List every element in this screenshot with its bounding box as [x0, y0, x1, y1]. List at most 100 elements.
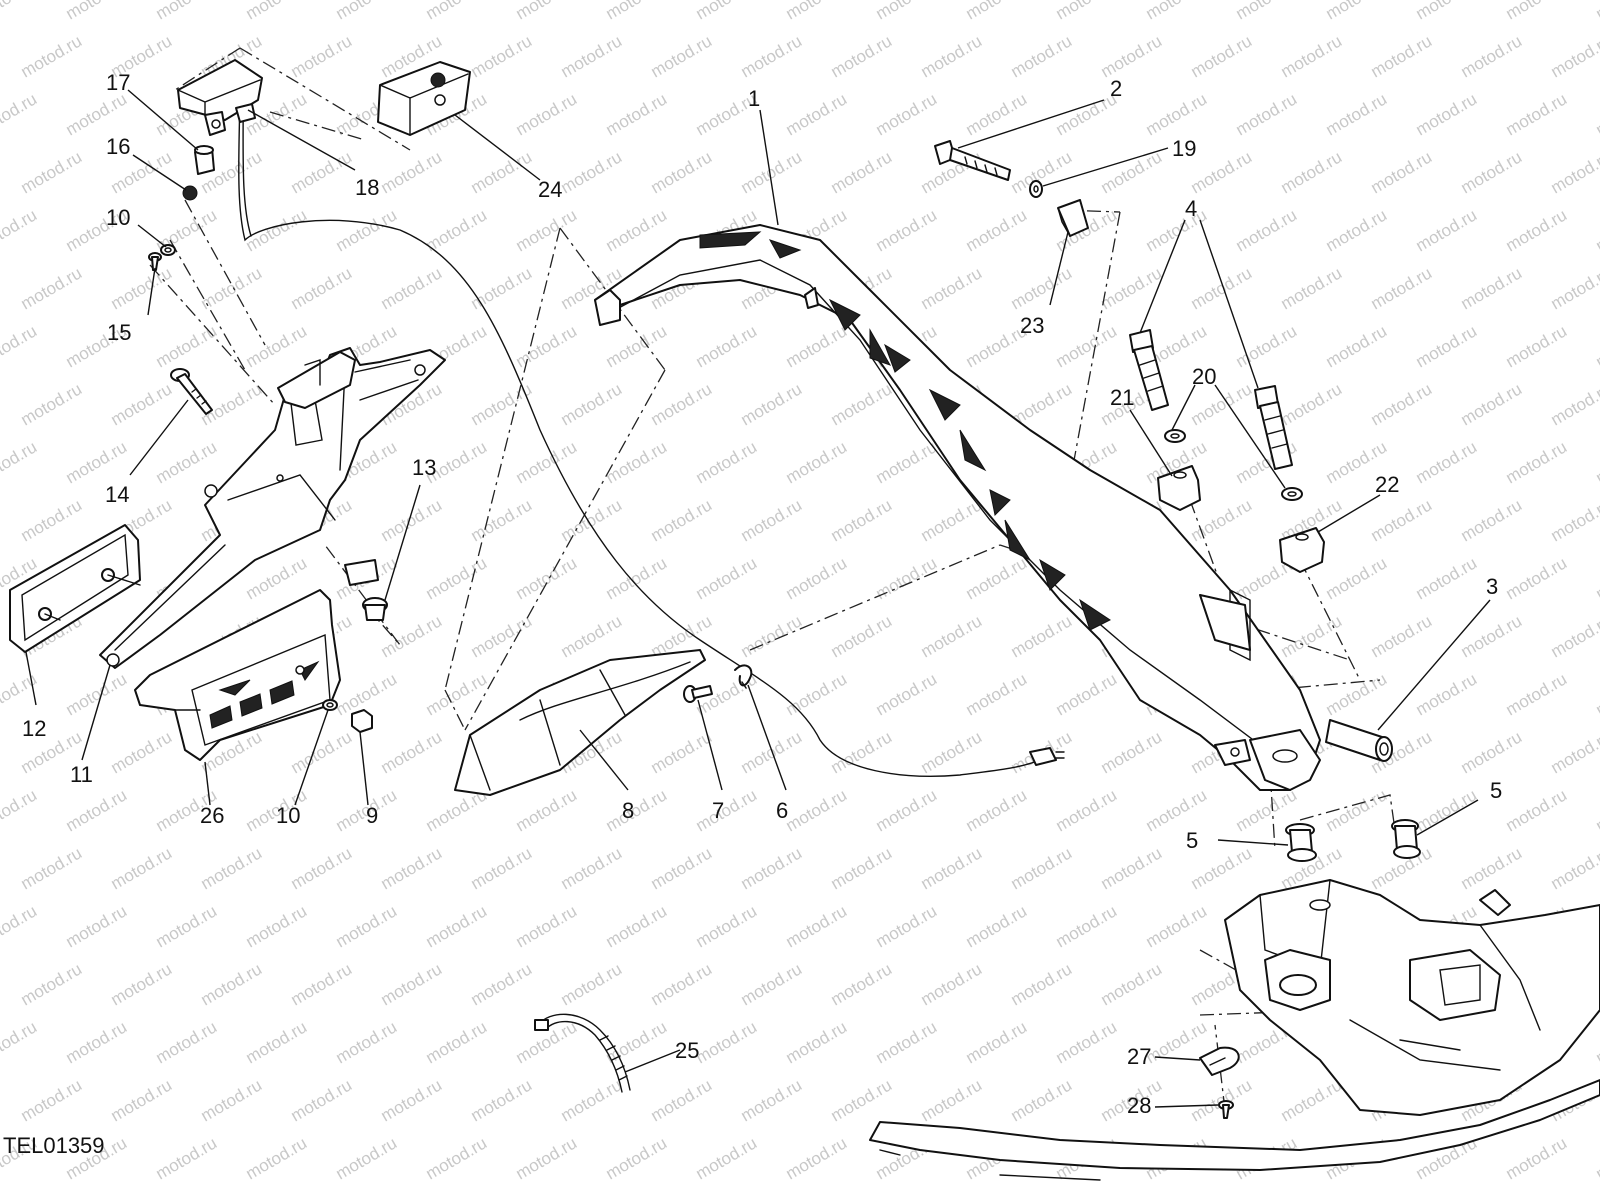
- callout-28: 28: [1127, 1093, 1151, 1118]
- washer-20-right: [1281, 487, 1303, 501]
- callout-9: 9: [366, 803, 378, 828]
- watermark-text: motod.ru: [0, 437, 40, 487]
- callout-10b: 10: [276, 803, 300, 828]
- watermark-text: motod.ru: [828, 31, 896, 81]
- watermark-text: motod.ru: [0, 1017, 40, 1067]
- watermark-text: motod.ru: [693, 437, 761, 487]
- watermark-text: motod.ru: [693, 321, 761, 371]
- watermark-text: motod.ru: [108, 1075, 176, 1125]
- watermark-text: motod.ru: [1593, 437, 1600, 487]
- watermark-text: motod.ru: [1593, 1017, 1600, 1067]
- callout-16: 16: [106, 134, 130, 159]
- watermark-text: motod.ru: [1548, 379, 1600, 429]
- watermark-text: motod.ru: [1593, 0, 1600, 23]
- watermark-text: motod.ru: [153, 901, 221, 951]
- watermark-text: motod.ru: [1413, 205, 1481, 255]
- watermark-text: motod.ru: [153, 437, 221, 487]
- watermark-text: motod.ru: [1368, 379, 1436, 429]
- watermark-text: motod.ru: [1323, 669, 1391, 719]
- watermark-text: motod.ru: [963, 669, 1031, 719]
- callout-8: 8: [622, 798, 634, 823]
- watermark-text: motod.ru: [1008, 959, 1076, 1009]
- washer-10-bottom: [322, 699, 338, 711]
- wiring-cable: [238, 79, 1065, 777]
- watermark-text: motod.ru: [828, 1075, 896, 1125]
- callout-2: 2: [1110, 76, 1122, 101]
- callout-17: 17: [106, 70, 130, 95]
- callout-25: 25: [675, 1038, 699, 1063]
- screw-15: [148, 252, 162, 271]
- watermark-text: motod.ru: [783, 785, 851, 835]
- watermark-text: motod.ru: [18, 843, 86, 893]
- watermark-text: motod.ru: [558, 495, 626, 545]
- watermark-text: motod.ru: [423, 1017, 491, 1067]
- watermark-text: motod.ru: [63, 901, 131, 951]
- watermark-text: motod.ru: [108, 843, 176, 893]
- bush-3: [1325, 719, 1393, 762]
- callout-11: 11: [70, 762, 93, 787]
- watermark-text: motod.ru: [828, 611, 896, 661]
- watermark-text: motod.ru: [873, 901, 941, 951]
- watermark-text: motod.ru: [1413, 785, 1481, 835]
- watermark-text: motod.ru: [1503, 1133, 1571, 1183]
- clamp-22: [1279, 527, 1325, 573]
- watermark-text: motod.ru: [1593, 89, 1600, 139]
- watermark-text: motod.ru: [63, 89, 131, 139]
- watermark-text: motod.ru: [648, 1075, 716, 1125]
- watermark-text: motod.ru: [513, 205, 581, 255]
- watermark-text: motod.ru: [873, 437, 941, 487]
- bush-5-left: [1285, 823, 1317, 862]
- watermark-text: motod.ru: [558, 1075, 626, 1125]
- watermark-text: motod.ru: [1593, 553, 1600, 603]
- watermark-text: motod.ru: [0, 205, 40, 255]
- watermark-text: motod.ru: [468, 147, 536, 197]
- callout-23: 23: [1020, 313, 1044, 338]
- watermark-text: motod.ru: [1008, 843, 1076, 893]
- watermark-text: motod.ru: [1503, 669, 1571, 719]
- watermark-text: motod.ru: [693, 1133, 761, 1183]
- watermark-text: motod.ru: [1368, 31, 1436, 81]
- watermark-text: motod.ru: [243, 901, 311, 951]
- watermark-text: motod.ru: [423, 901, 491, 951]
- watermark-text: motod.ru: [1323, 205, 1391, 255]
- watermark-text: motod.ru: [828, 147, 896, 197]
- callout-labels: 1 2 3 4 5 5 6 7 8 9 10 26 11 12 13 14 15…: [22, 70, 1502, 1118]
- watermark-text: motod.ru: [468, 611, 536, 661]
- watermark-text: motod.ru: [1278, 31, 1346, 81]
- screw-7: [683, 685, 713, 703]
- callout-22: 22: [1375, 472, 1399, 497]
- watermark-text: motod.ru: [963, 553, 1031, 603]
- clamp-23: [1057, 199, 1089, 237]
- watermark-text: motod.ru: [693, 785, 761, 835]
- callout-21: 21: [1110, 385, 1134, 410]
- watermark-text: motod.ru: [918, 31, 986, 81]
- watermark-text: motod.ru: [918, 611, 986, 661]
- washer-20-left: [1164, 429, 1186, 443]
- watermark-text: motod.ru: [1503, 785, 1571, 835]
- watermark-text: motod.ru: [1593, 1133, 1600, 1183]
- watermark-text: motod.ru: [603, 205, 671, 255]
- cable-tie-25: [534, 1013, 631, 1093]
- watermark-text: motod.ru: [693, 0, 761, 23]
- watermark-text: motod.ru: [0, 321, 40, 371]
- washer-10-top: [160, 244, 176, 256]
- watermark-text: motod.ru: [603, 437, 671, 487]
- callout-20: 20: [1192, 364, 1216, 389]
- watermark-text: motod.ru: [153, 1133, 221, 1183]
- watermark-text: motod.ru: [1593, 785, 1600, 835]
- watermark-text: motod.ru: [288, 843, 356, 893]
- watermark-text: motod.ru: [1548, 495, 1600, 545]
- watermark-text: motod.ru: [1458, 495, 1526, 545]
- watermark-text: motod.ru: [1143, 89, 1211, 139]
- watermark-text: motod.ru: [468, 31, 536, 81]
- watermark-text: motod.ru: [288, 263, 356, 313]
- watermark-text: motod.ru: [468, 1075, 536, 1125]
- watermark-text: motod.ru: [648, 843, 716, 893]
- watermark-text: motod.ru: [738, 147, 806, 197]
- watermark-text: motod.ru: [0, 89, 40, 139]
- watermark-text: motod.ru: [873, 553, 941, 603]
- watermark-text: motod.ru: [0, 0, 40, 23]
- watermark-text: motod.ru: [288, 959, 356, 1009]
- watermark-text: motod.ru: [558, 379, 626, 429]
